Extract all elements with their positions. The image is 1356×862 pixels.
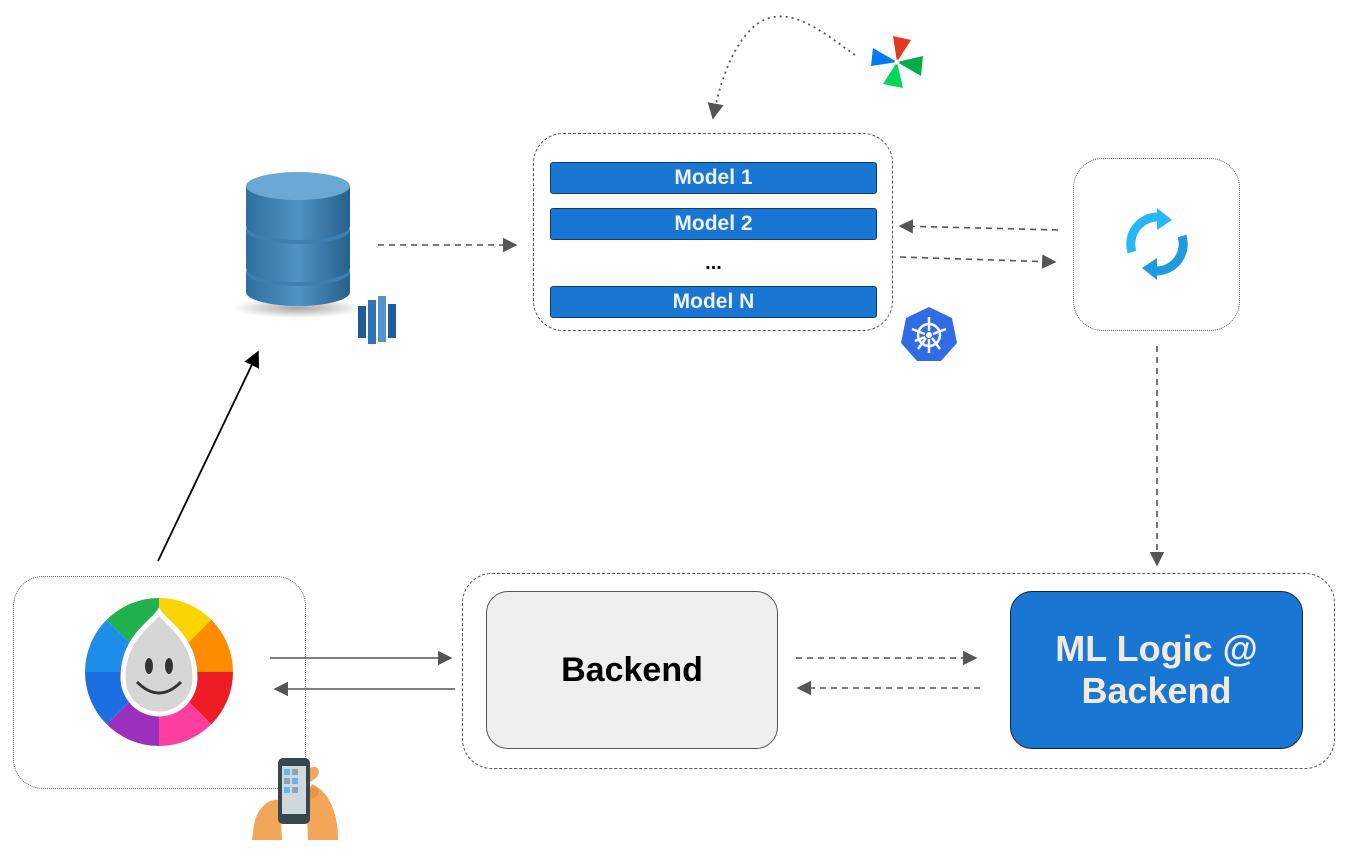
sync-to-models-arrow — [898, 219, 1059, 234]
ml-logic-box[interactable]: ML Logic @ Backend — [1010, 591, 1303, 749]
model-2-bar[interactable]: Model 2 — [550, 208, 877, 240]
models-group — [533, 133, 893, 331]
model-n-bar[interactable]: Model N — [550, 286, 877, 318]
ml-logic-line2: Backend — [1081, 670, 1232, 711]
app-to-db-arrow — [157, 350, 260, 562]
app-client-group — [13, 576, 306, 789]
sync-refresh-icon — [1126, 208, 1188, 280]
aws-redshift-icon — [358, 296, 396, 344]
hand-holding-phone-icon — [252, 758, 338, 840]
database-cylinder-icon — [232, 172, 364, 318]
models-ellipsis: ... — [705, 252, 722, 274]
airflow-schedule-arrow — [707, 15, 856, 120]
ml-logic-label: ML Logic @ Backend — [1055, 628, 1257, 712]
sync-group — [1073, 158, 1240, 331]
model-1-bar[interactable]: Model 1 — [550, 162, 877, 194]
kubernetes-helm-icon — [901, 307, 957, 361]
trivia-crack-app-icon — [85, 598, 233, 746]
airflow-pinwheel-icon — [871, 36, 923, 88]
backend-box[interactable]: Backend — [486, 591, 778, 749]
backend-group — [462, 573, 1335, 769]
models-to-sync-arrow — [899, 254, 1057, 269]
ml-logic-line1: ML Logic @ — [1055, 628, 1258, 669]
